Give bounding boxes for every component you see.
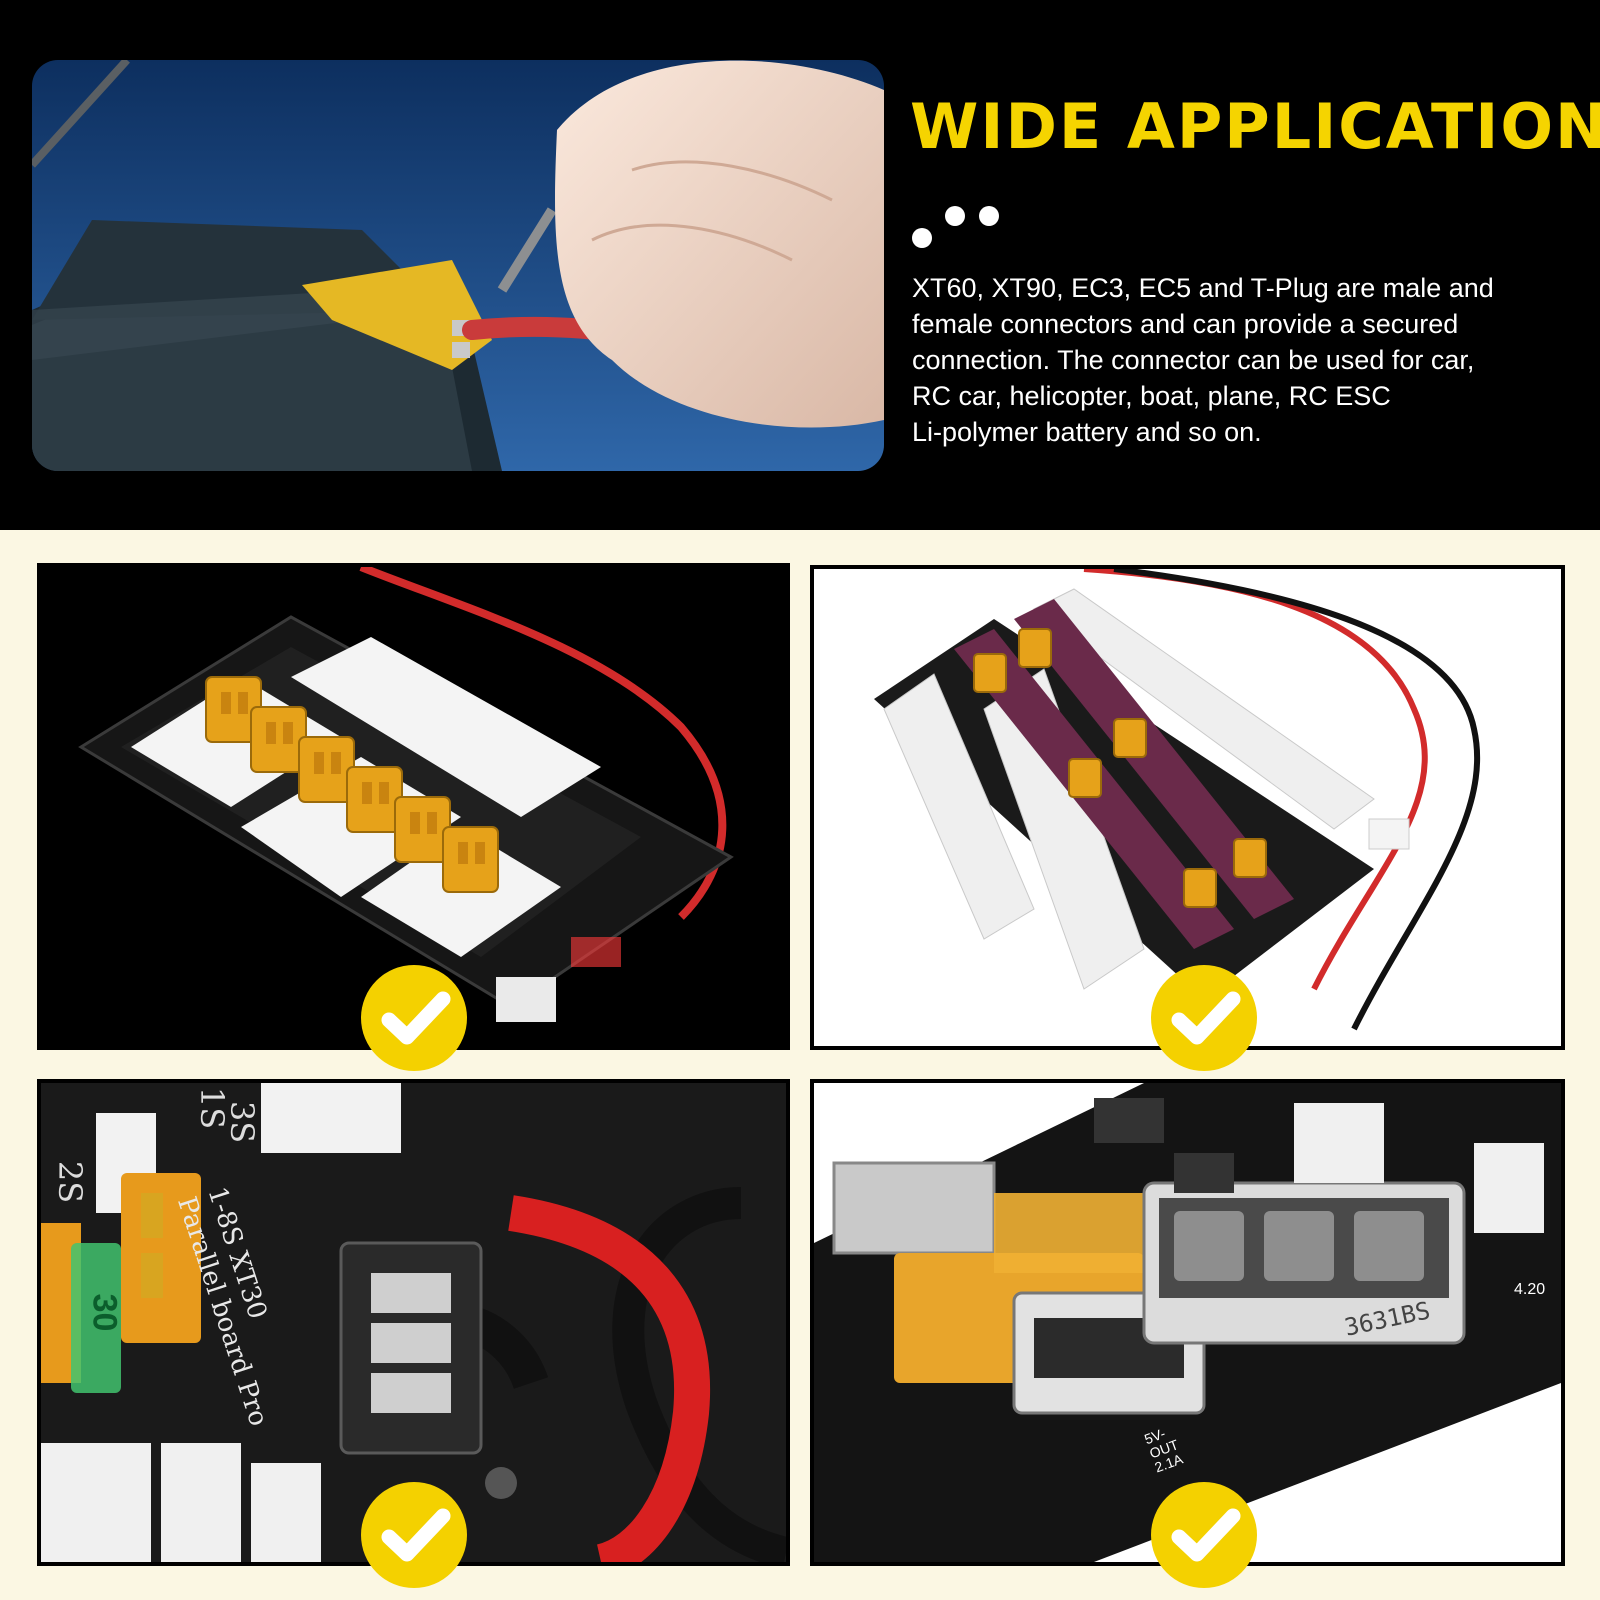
dots-icon xyxy=(908,204,1008,254)
photo-parallel-board-multiport xyxy=(810,565,1565,1050)
board-label-series-2s: 2S xyxy=(51,1160,90,1204)
checkmark-icon xyxy=(361,965,467,1071)
top-band: WIDE APPLICATION XT60, XT90, EC3, EC5 an… xyxy=(0,0,1600,530)
hero-photo-soldering-connector xyxy=(32,60,884,471)
checkmark-icon xyxy=(361,1482,467,1588)
photo-parallel-board-black xyxy=(37,563,790,1050)
photo-voltage-display-board: 3631BS 5V-OUT 2.1A 4.20 xyxy=(810,1079,1565,1566)
description-line: XT60, XT90, EC3, EC5 and T-Plug are male… xyxy=(912,273,1494,303)
description-line: Li-polymer battery and so on. xyxy=(912,417,1262,447)
description: XT60, XT90, EC3, EC5 and T-Plug are male… xyxy=(912,270,1582,450)
board-label-voltage: 4.20 xyxy=(1514,1281,1546,1298)
board-label-fuse: 30 xyxy=(85,1293,124,1332)
description-line: RC car, helicopter, boat, plane, RC ESC xyxy=(912,381,1391,411)
headline: WIDE APPLICATION xyxy=(910,90,1600,163)
description-line: connection. The connector can be used fo… xyxy=(912,345,1475,375)
board-label-series-3s: 3S xyxy=(223,1100,262,1144)
checkmark-icon xyxy=(1151,1482,1257,1588)
description-line: female connectors and can provide a secu… xyxy=(912,309,1459,339)
checkmark-icon xyxy=(1151,965,1257,1071)
